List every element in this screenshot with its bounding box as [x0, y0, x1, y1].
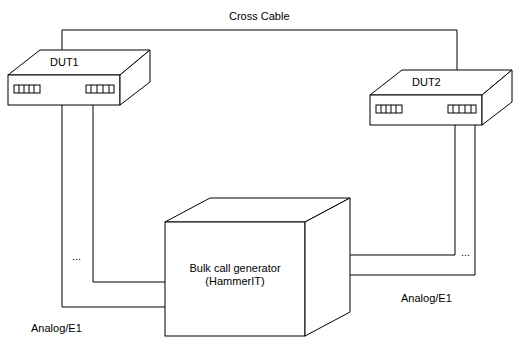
cable-connector — [62, 30, 457, 70]
cable-label: Analog/E1 — [30, 322, 83, 335]
dut1-device — [8, 50, 150, 105]
device-box: DUT1 — [8, 50, 150, 105]
node-label: DUT2 — [412, 76, 441, 89]
device-box: DUT2 — [370, 70, 512, 125]
cable-label: Cross Cable — [228, 10, 291, 23]
ellipsis-mark: ... — [460, 246, 471, 259]
generator-cube — [165, 198, 350, 336]
ellipsis-mark: ... — [71, 250, 82, 263]
cable-label: Analog/E1 — [400, 292, 453, 305]
cable-connector — [93, 105, 165, 282]
generator-box: Bulk call generator (HammerIT) — [163, 196, 353, 342]
node-label: Bulk call generator (HammerIT) — [165, 262, 305, 288]
analog-wire — [350, 125, 475, 275]
analog-wire — [62, 105, 165, 307]
node-label: DUT1 — [50, 56, 79, 69]
dut2-device — [370, 70, 512, 125]
cable-connector — [350, 125, 455, 255]
